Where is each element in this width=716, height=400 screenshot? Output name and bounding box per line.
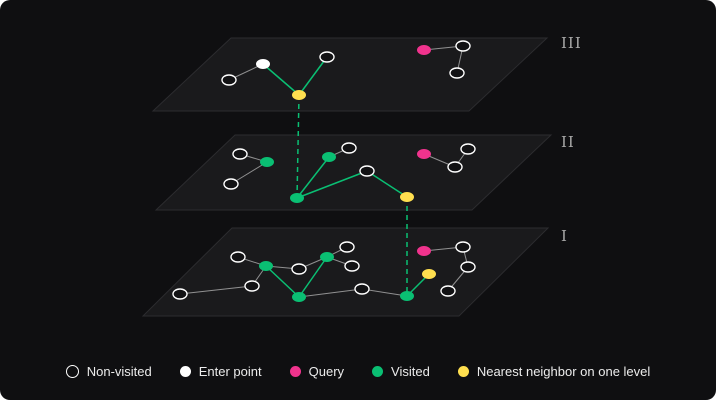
graph-edge	[230, 161, 268, 185]
node-non-visited	[319, 51, 335, 63]
graph-edge	[179, 285, 253, 295]
legend-label: Query	[308, 364, 345, 379]
node-non-visited	[455, 40, 471, 52]
node-visited	[322, 152, 336, 162]
node-query	[417, 246, 431, 256]
node-non-visited	[455, 241, 471, 253]
node-non-visited	[344, 260, 360, 272]
search-path-edge	[262, 63, 300, 96]
node-non-visited	[291, 263, 307, 275]
node-non-visited	[339, 241, 355, 253]
node-non-visited	[230, 251, 246, 263]
search-path-edge	[265, 265, 300, 298]
node-query	[417, 45, 431, 55]
query-swatch-icon	[289, 366, 301, 377]
legend-item-non-visited: Non-visited	[65, 364, 152, 379]
node-non-visited	[341, 142, 357, 154]
layer-label-II: II	[561, 133, 575, 151]
search-path-edge	[296, 170, 368, 199]
enter-point-swatch-icon	[179, 366, 191, 377]
node-non-visited	[460, 261, 476, 273]
node-non-visited	[232, 148, 248, 160]
node-non-visited	[440, 285, 456, 297]
node-visited	[260, 157, 274, 167]
search-path-edge	[296, 156, 330, 199]
node-enter	[256, 59, 270, 69]
graph-edge	[298, 288, 363, 298]
layer-plane-II	[154, 134, 553, 211]
search-path-edge	[366, 170, 408, 198]
node-non-visited	[172, 288, 188, 300]
descent-dashed-line	[296, 94, 300, 199]
nearest-neighbor-swatch-icon	[457, 366, 469, 377]
node-non-visited	[447, 161, 463, 173]
node-non-visited	[354, 283, 370, 295]
legend-item-nearest-neighbor: Nearest neighbor on one level	[457, 364, 651, 379]
node-visited	[290, 193, 304, 203]
node-non-visited	[221, 74, 237, 86]
node-non-visited	[460, 143, 476, 155]
legend-label: Nearest neighbor on one level	[476, 364, 651, 379]
layer-label-III: III	[561, 34, 582, 52]
node-visited	[259, 261, 273, 271]
search-path-edge	[298, 56, 328, 96]
node-nearest	[400, 192, 414, 202]
node-visited	[400, 291, 414, 301]
legend-label: Non-visited	[86, 364, 152, 379]
node-non-visited	[449, 67, 465, 79]
layer-label-I: I	[561, 227, 568, 245]
node-non-visited	[223, 178, 239, 190]
node-non-visited	[244, 280, 260, 292]
legend-item-query: Query	[289, 364, 345, 379]
search-path-edge	[298, 256, 328, 298]
node-non-visited	[359, 165, 375, 177]
legend-item-visited: Visited	[372, 365, 430, 378]
node-visited	[292, 292, 306, 302]
node-nearest	[422, 269, 436, 279]
node-nearest	[292, 90, 306, 100]
layer-plane-III	[151, 37, 549, 112]
legend-item-enter-point: Enter point	[179, 364, 262, 379]
node-query	[417, 149, 431, 159]
visited-swatch-icon	[372, 366, 384, 377]
legend-label: Visited	[391, 364, 430, 379]
legend-label: Enter point	[198, 364, 262, 379]
layer-plane-I	[141, 227, 550, 317]
legend: Non-visited Enter point Query Visited Ne…	[0, 365, 716, 378]
node-visited	[320, 252, 334, 262]
non-visited-swatch-icon	[65, 365, 79, 378]
